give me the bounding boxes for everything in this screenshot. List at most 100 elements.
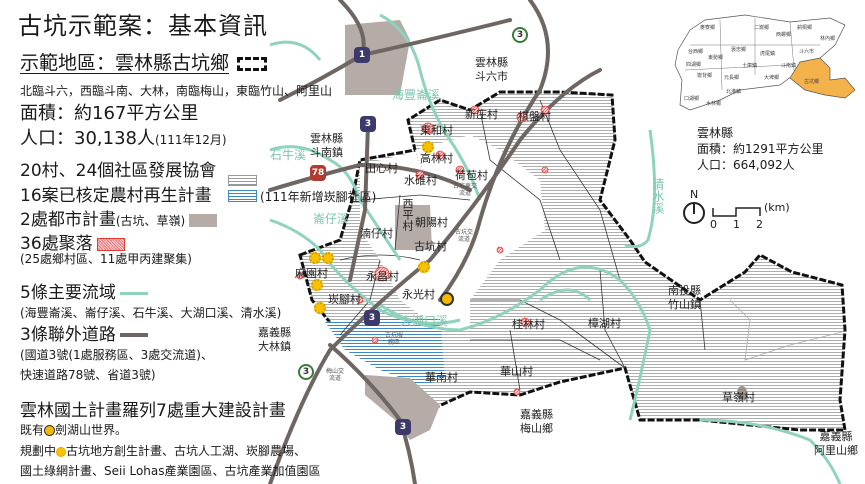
county-size: 面積：約1291平方公里 (697, 142, 824, 156)
river-qingshui (624, 129, 657, 249)
river-label: 清水溪 (651, 178, 665, 214)
village-label: 湳仔村 (360, 227, 393, 240)
north-label: N (690, 188, 699, 201)
scale-unit: (km) (764, 201, 790, 214)
inset-label: 斗南鎮 (781, 63, 797, 69)
interchange-label: 梅山交流道 (325, 368, 344, 382)
boundary-dashed-icon (237, 56, 268, 71)
planned-project-marker (422, 141, 434, 153)
national-highway-3-shield: 3 (364, 310, 380, 326)
scale-tick: 0 (710, 218, 717, 231)
rivers-detail: (海豐崙溪、崙仔溪、石牛溪、大湖口溪、清水溪) (20, 306, 282, 320)
expressway-78-shield: 78 (310, 165, 326, 181)
village-label: 古坑村 (414, 240, 447, 253)
village-label: 桂林村 (512, 318, 545, 331)
inset-label: 斗六市 (799, 49, 815, 55)
service-area-label: 古坑服務區 (384, 332, 403, 346)
interchange-label: 古坑東交流道 (452, 183, 477, 197)
neighbor-douliu: 雲林縣斗六市 (475, 56, 508, 83)
inset-label: 土庫鎮 (742, 63, 758, 69)
inset-label: 口湖鄉 (684, 96, 700, 102)
gukeng-highlight (789, 57, 856, 99)
planned-project-icon (56, 446, 67, 457)
neighbors-text: 北臨斗六，西臨斗南、大林，南臨梅山，東臨竹山、阿里山 (20, 84, 333, 98)
provincial-highway-3-shield: 3 (298, 364, 314, 380)
neighbor-meishan: 嘉義縣梅山鄉 (520, 408, 553, 435)
interchange-label: 古坑交流道 (454, 229, 473, 243)
planned-project-marker (311, 279, 323, 291)
road-express-78 (268, 162, 472, 192)
planned-projects-1: 規劃中古坑地方創生計畫、古坑人工湖、崁腳農場、 (20, 444, 307, 458)
river-line-swatch (119, 291, 148, 295)
river-label: 大湖口溪 (400, 314, 449, 328)
settlement-swatch (96, 237, 125, 251)
settlements (296, 105, 550, 396)
river-label: 海豐崙溪 (392, 88, 441, 102)
kanjiao-new-rural-area (325, 318, 445, 385)
national-highway-3-shield: 3 (395, 419, 411, 435)
scale-tick: 1 (733, 218, 740, 231)
inset-label: 台西鄉 (688, 49, 704, 55)
settlements-detail: (25處鄉村區、11處甲丙建聚集) (20, 252, 192, 266)
inset-label: 水林鄉 (706, 101, 722, 107)
urban-plans-text: 2處都市計畫(古坑、草嶺) (20, 205, 218, 230)
rivers (269, 13, 842, 484)
north-arrow-icon (683, 202, 705, 224)
rural-plan-swatch (228, 175, 257, 186)
village-label: 荷苞村 (455, 169, 488, 182)
river-label: 崙仔溪 (313, 212, 350, 226)
planned-project-marker (314, 302, 326, 314)
village-label: 新庄村 (465, 108, 498, 121)
village-label: 樟湖村 (588, 317, 621, 330)
roads-text: 3條聯外道路 (20, 320, 148, 345)
village-label: 田心村 (365, 162, 398, 175)
scale-bar (712, 207, 761, 217)
inset-label: 北港鎮 (726, 89, 742, 95)
village-label: 永昌村 (366, 270, 399, 283)
neighbor-zhushan: 南投縣竹山鎮 (668, 284, 701, 311)
village-label: 水碓村 (404, 174, 437, 187)
river-shiniu (269, 145, 402, 261)
national-highway-1-shield: 1 (354, 47, 370, 63)
roads-detail-1: (國道3號(1處服務區、3處交流道)、 (20, 348, 213, 362)
road-national-3 (268, 68, 602, 484)
rural-new-text: (111年新增崁腳社區) (260, 190, 377, 204)
urban-area-south (365, 375, 440, 440)
roads (268, 0, 602, 484)
provincial-highway-3-shield: 3 (512, 27, 528, 43)
inset-label: 元長鄉 (724, 75, 740, 81)
rivers-text: 5條主要流域 (20, 278, 148, 303)
planned-project-marker (309, 252, 321, 264)
neighbor-dalin: 嘉義縣大林鎮 (258, 326, 291, 353)
projects-title: 雲林國土計畫羅列7處重大建設計畫 (20, 401, 286, 421)
settlements-text: 36處聚落 (20, 229, 125, 254)
village-label: 永光村 (402, 288, 435, 301)
size-text: 面積：約167平方公里 (20, 103, 199, 124)
village-label: 麻園村 (295, 267, 328, 280)
existing-project-marker (440, 292, 454, 306)
village-label: 西平村 (401, 198, 414, 231)
demo-area: 示範地區：雲林縣古坑鄉 (20, 48, 268, 75)
inset-label: 西螺鄉 (776, 32, 792, 38)
village-label: 崁腳村 (328, 293, 361, 306)
urban-area-caoling (737, 386, 747, 400)
planned-project-marker (418, 261, 430, 273)
inset-label: 褒忠鄉 (731, 47, 747, 53)
inset-label: 林內鄉 (820, 36, 836, 42)
inset-label: 二崙鄉 (754, 25, 770, 31)
road-provincial-3 (438, 0, 550, 302)
village-label: 華山村 (500, 365, 533, 378)
page-title: 古坑示範案：基本資訊 (18, 12, 268, 40)
existing-project-icon (44, 425, 56, 436)
villages-text: 20村、24個社區發展協會 (20, 161, 217, 181)
national-highway-3-shield: 3 (360, 116, 376, 132)
population-text: 人口：30,138人(111年12月) (20, 128, 227, 149)
river-label: 石牛溪 (270, 148, 307, 162)
urban-swatch (189, 213, 218, 227)
inset-label: 古坑鄉 (804, 79, 820, 85)
inset-label: 崙背鄉 (697, 73, 713, 79)
village-label: 棋盤村 (518, 110, 551, 123)
inset-label: 大埤鄉 (764, 75, 780, 81)
urban-area-gukeng (395, 205, 432, 250)
